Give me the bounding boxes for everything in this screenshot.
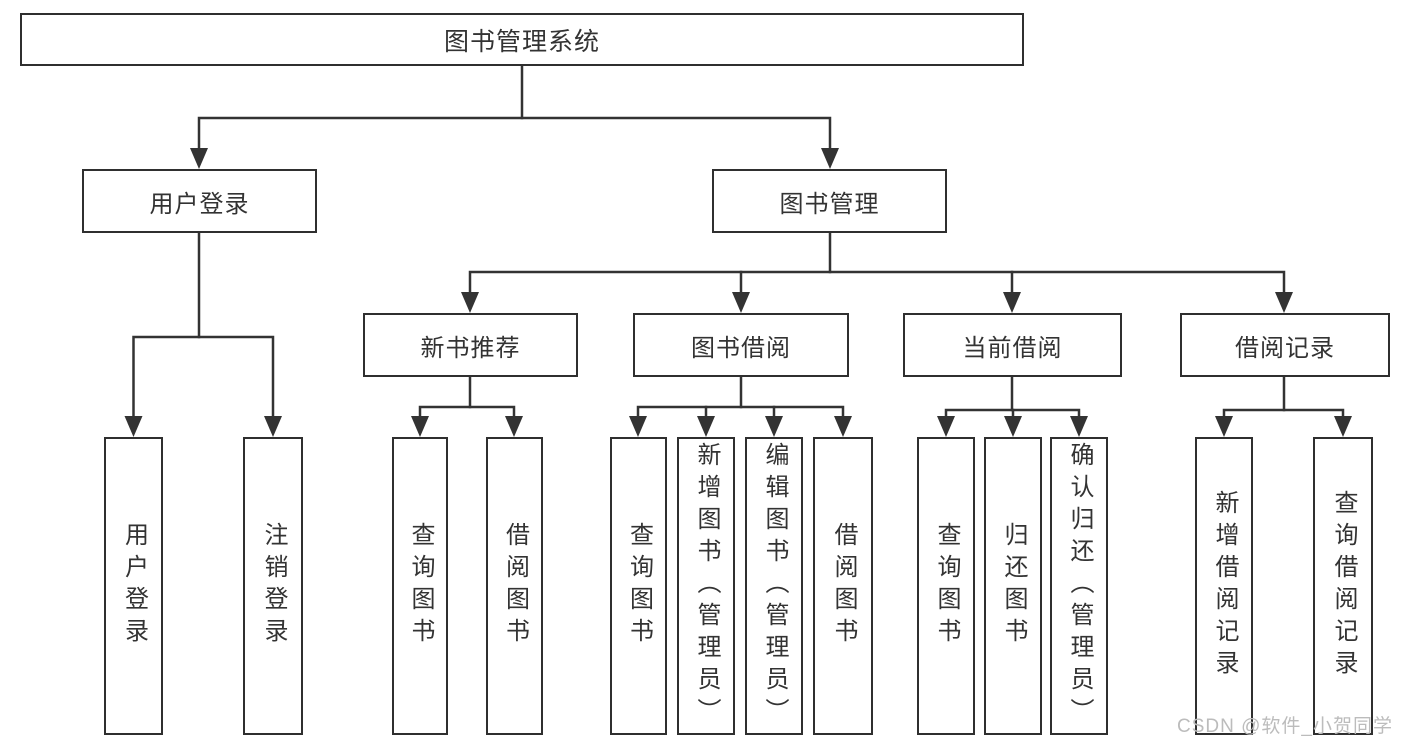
node-user-login: 用户登录: [82, 169, 317, 233]
csdn-watermark: CSDN @软件_小贺同学: [1177, 716, 1393, 737]
leaf-add-book-admin: 新增图书（管理员）: [677, 437, 735, 735]
leaf-borrow-book-recommend: 借阅图书: [486, 437, 543, 735]
leaf-borrow-book-recommend-label: 借阅图书: [501, 522, 529, 650]
node-new-book-recommend: 新书推荐: [363, 313, 578, 377]
leaf-edit-book-admin-label: 编辑图书（管理员）: [761, 442, 788, 730]
node-borrow-records-label: 借阅记录: [1235, 334, 1335, 362]
node-root: 图书管理系统: [20, 13, 1024, 66]
node-current-borrow-label: 当前借阅: [962, 334, 1063, 362]
leaf-return-book: 归还图书: [984, 437, 1042, 735]
leaf-query-book-current-label: 查询图书: [933, 522, 960, 650]
leaf-borrow-book: 借阅图书: [813, 437, 873, 735]
node-user-login-label: 用户登录: [149, 190, 250, 218]
node-borrow-records: 借阅记录: [1180, 313, 1390, 377]
leaf-query-book-recommend-label: 查询图书: [407, 522, 434, 650]
leaf-confirm-return-admin: 确认归还（管理员）: [1050, 437, 1108, 735]
leaf-user-login-label: 用户登录: [120, 522, 148, 650]
leaf-add-borrow-record-label: 新增借阅记录: [1211, 490, 1238, 682]
node-new-book-recommend-label: 新书推荐: [420, 334, 521, 362]
node-book-borrow: 图书借阅: [633, 313, 849, 377]
leaf-query-book-label: 查询图书: [625, 522, 653, 650]
leaf-query-borrow-record-label: 查询借阅记录: [1330, 490, 1357, 682]
leaf-confirm-return-admin-label: 确认归还（管理员）: [1066, 442, 1093, 730]
leaf-add-book-admin-label: 新增图书（管理员）: [693, 442, 720, 730]
leaf-query-book: 查询图书: [610, 437, 667, 735]
leaf-edit-book-admin: 编辑图书（管理员）: [745, 437, 803, 735]
node-book-management-label: 图书管理: [779, 190, 880, 218]
leaf-logout: 注销登录: [243, 437, 303, 735]
leaf-return-book-label: 归还图书: [1000, 522, 1027, 650]
node-book-management: 图书管理: [712, 169, 947, 233]
leaf-query-borrow-record: 查询借阅记录: [1313, 437, 1373, 735]
leaf-borrow-book-label: 借阅图书: [830, 522, 857, 650]
leaf-query-book-recommend: 查询图书: [392, 437, 448, 735]
leaf-add-borrow-record: 新增借阅记录: [1195, 437, 1253, 735]
leaf-query-book-current: 查询图书: [917, 437, 975, 735]
node-root-label: 图书管理系统: [443, 27, 600, 56]
leaf-logout-label: 注销登录: [260, 522, 287, 650]
node-book-borrow-label: 图书借阅: [691, 334, 791, 362]
node-current-borrow: 当前借阅: [903, 313, 1122, 377]
leaf-user-login: 用户登录: [104, 437, 163, 735]
